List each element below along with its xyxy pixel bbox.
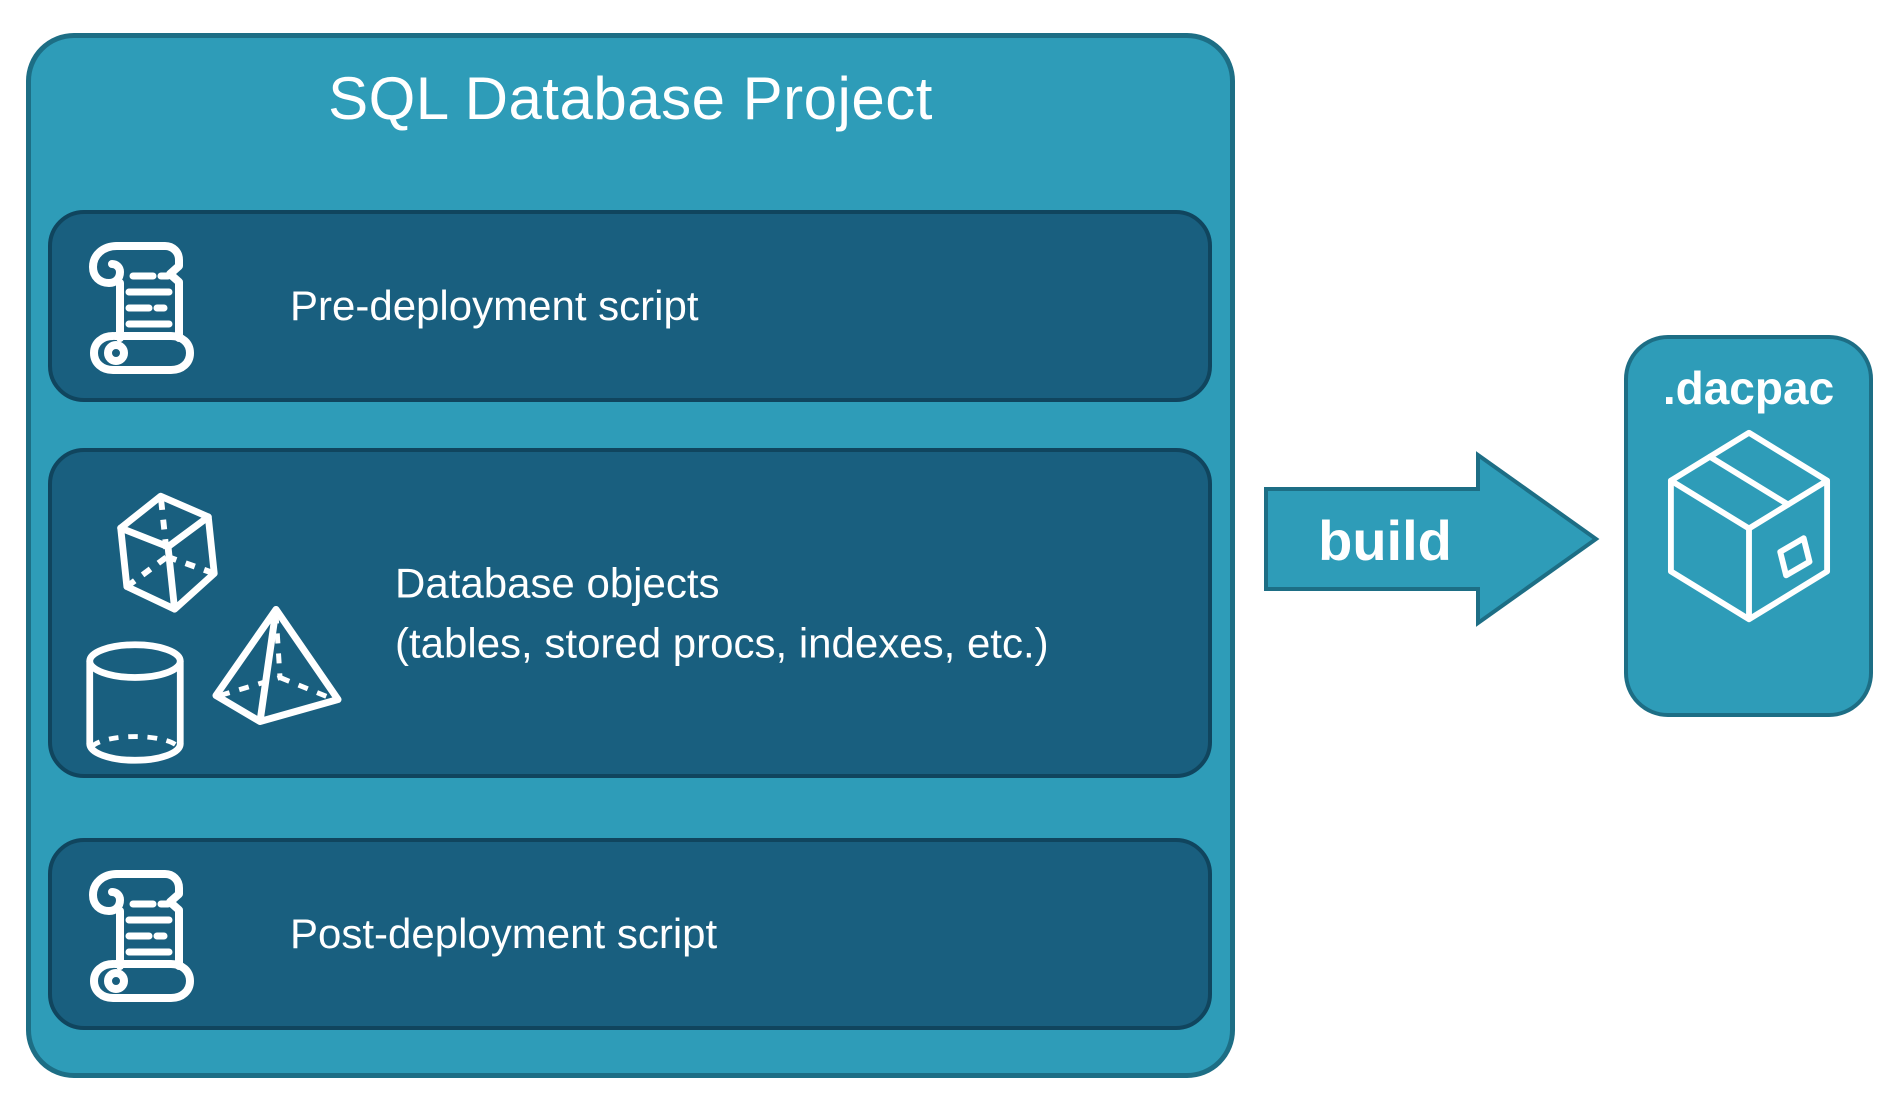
post-deployment-script-box: Post-deployment script [48,838,1212,1030]
pyramid-icon [212,606,342,725]
post-deployment-label: Post-deployment script [290,910,718,957]
scroll-icon [89,870,194,1002]
pre-deployment-label: Pre-deployment script [290,282,699,329]
dacpac-label: .dacpac [1662,362,1835,414]
cube-icon [117,492,218,613]
dacpac-output-box: .dacpac [1624,335,1873,717]
database-objects-box: Database objects (tables, stored procs, … [48,448,1212,778]
database-objects-line1: Database objects [395,559,720,607]
package-icon [1667,429,1830,623]
build-arrow-label: build [1318,508,1452,572]
database-objects-label: Database objects (tables, stored procs, … [395,553,1049,672]
project-title: SQL Database Project [328,65,933,132]
sql-database-project-container: SQL Database Project Pre-deployment scri… [26,33,1235,1078]
scroll-icon [89,242,194,374]
pre-deployment-script-box: Pre-deployment script [48,210,1212,402]
cylinder-icon [86,641,184,764]
build-arrow [1264,451,1600,627]
database-objects-line2: (tables, stored procs, indexes, etc.) [395,619,1049,666]
